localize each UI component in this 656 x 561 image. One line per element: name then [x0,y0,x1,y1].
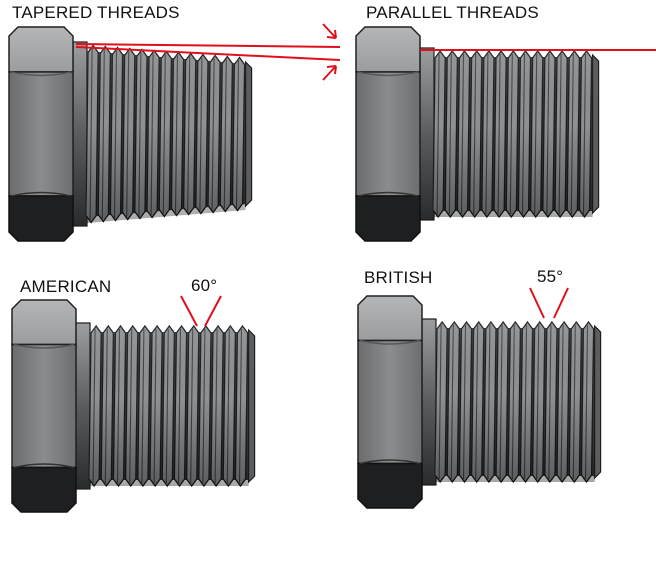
fitting-american [11,299,256,513]
hex-edge-arc [359,339,421,345]
panel-label-british: BRITISH [364,268,433,287]
fitting-parallel [355,26,600,242]
angle-line [553,287,569,319]
thread-collar [75,322,91,490]
thread-end-face [592,53,600,215]
hex-edge-arc [10,191,72,197]
hex-edge-arc [359,459,421,465]
thread-body [434,320,602,484]
hex-edge-arc [13,343,75,349]
thread-collar [419,47,435,221]
hex-nut-top-face [11,299,77,346]
thread-shading [434,51,593,217]
thread-shading [87,45,246,223]
hex-nut-middle-face [11,343,77,469]
panel-label-tapered: TAPERED THREADS [12,3,180,22]
thread-body [432,49,600,219]
hex-edge-arc [357,191,419,197]
hex-nut-middle-face [8,71,74,197]
hex-nut-middle-face [357,339,423,465]
hex-edge-arc [10,71,72,77]
hex-nut-bottom-face [355,195,421,242]
fitting-tapered [8,26,253,242]
hex-nut-top-face [355,26,421,73]
hex-nut-top-face [8,26,74,73]
thread-end-face [594,324,602,480]
taper-line-lower [75,46,341,61]
panel-label-parallel: PARALLEL THREADS [366,3,539,22]
panel-label-american: AMERICAN [20,277,112,296]
hex-nut-bottom-face [8,195,74,242]
hex-edge-arc [13,463,75,469]
hex-nut-top-face [357,295,423,342]
thread-collar [72,41,88,227]
arrow-icon [322,23,337,39]
thread-end-face [248,328,256,484]
angle-label-british: 55° [537,267,564,286]
angle-line [529,287,545,319]
thread-body [88,324,256,488]
angle-line [204,295,222,327]
angle-label-american: 60° [191,276,218,295]
taper-line-upper [75,43,341,48]
hex-nut-middle-face [355,71,421,197]
thread-shading [90,326,249,486]
thread-body [85,44,253,224]
thread-shading [436,322,595,482]
hex-nut-bottom-face [11,466,77,513]
thread-collar [421,318,437,486]
hex-edge-arc [357,71,419,77]
fitting-british [357,295,602,509]
thread-end-face [245,60,253,208]
arrow-icon [322,65,337,81]
hex-nut-bottom-face [357,462,423,509]
angle-line [180,295,198,327]
